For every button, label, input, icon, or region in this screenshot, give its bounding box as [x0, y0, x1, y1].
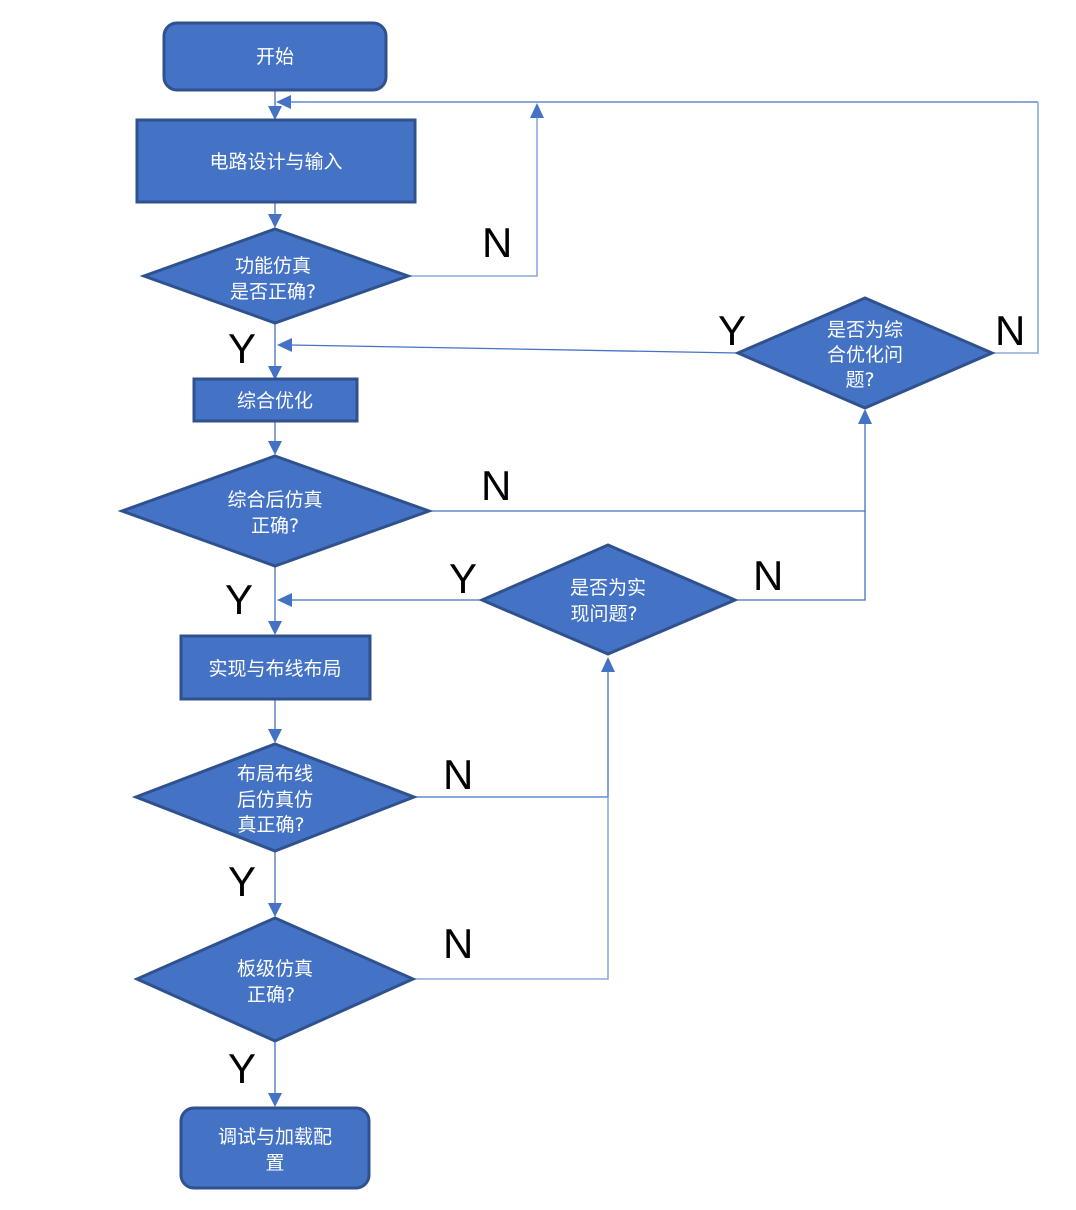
node-label-line: 现问题?	[570, 603, 637, 625]
label-postsynth-yes: Y	[225, 576, 253, 623]
start-terminal-shape	[162, 21, 388, 92]
label-implissue-no: N	[753, 552, 783, 599]
label-postsynth-no: N	[481, 462, 511, 509]
arrowhead	[268, 106, 282, 120]
node-start[interactable]: 开始	[162, 21, 388, 92]
edge-boardsim-no	[413, 797, 609, 980]
node-label: 开始	[256, 46, 294, 68]
decision-shape	[139, 227, 413, 325]
node-label-line: 是否为综	[827, 319, 903, 341]
node-label-line: 是否为实	[570, 577, 646, 599]
edge-synthissue-yes	[289, 344, 739, 354]
label-implissue-yes: Y	[449, 555, 477, 602]
label-funcsim-yes: Y	[228, 325, 256, 372]
arrowhead	[277, 338, 292, 352]
arrowhead	[268, 214, 282, 228]
arrowhead	[268, 441, 282, 455]
node-debug-load-config[interactable]: 调试与加载配 置	[179, 1106, 371, 1190]
node-label-line: 板级仿真	[237, 958, 313, 980]
node-design-input[interactable]: 电路设计与输入	[135, 118, 417, 204]
process-shape	[192, 377, 359, 423]
edge-synthissue-no	[992, 102, 1039, 354]
node-label-line: 是否正确?	[230, 281, 316, 303]
edge-labels: N Y Y N N Y Y N N Y N Y	[225, 219, 1025, 1092]
label-synthissue-no: N	[995, 307, 1025, 354]
decision-shape	[131, 742, 419, 853]
arrowhead	[530, 103, 544, 118]
arrowhead	[277, 593, 292, 607]
node-label-line: 正确?	[251, 515, 299, 537]
node-label: 综合优化	[237, 390, 313, 412]
arrowhead	[268, 621, 282, 635]
node-label-line: 置	[265, 1152, 284, 1174]
node-label-line: 正确?	[247, 984, 295, 1006]
label-postpr-no: N	[443, 751, 473, 798]
process-shape	[135, 118, 417, 204]
node-post-place-route-sim-decision[interactable]: 布局布线 后仿真仿 真正确?	[131, 742, 419, 853]
arrowhead	[268, 366, 282, 380]
edges	[268, 90, 1039, 1107]
decision-shape	[117, 454, 434, 568]
label-synthissue-yes: Y	[718, 307, 746, 354]
arrowhead	[268, 1093, 282, 1107]
decision-shape	[734, 296, 996, 410]
decision-shape	[478, 543, 739, 656]
node-implementation-place-route[interactable]: 实现与布线布局	[179, 634, 372, 701]
node-synthesis-optimize[interactable]: 综合优化	[192, 377, 359, 423]
node-label-line: 调试与加载配	[218, 1126, 332, 1148]
label-postpr-yes: Y	[228, 858, 256, 905]
arrowhead	[601, 657, 615, 672]
edge-funcsim-no	[408, 114, 538, 277]
arrowhead	[858, 409, 872, 424]
node-synthesis-issue-decision[interactable]: 是否为综 合优化问 题?	[734, 296, 996, 410]
node-label-line: 布局布线	[237, 763, 313, 785]
arrowhead	[268, 729, 282, 743]
end-terminal-shape	[179, 1106, 371, 1190]
node-board-level-sim-decision[interactable]: 板级仿真 正确?	[133, 916, 417, 1043]
node-functional-sim-decision[interactable]: 功能仿真 是否正确?	[139, 227, 413, 325]
edge-implissue-no	[735, 511, 866, 601]
node-label: 电路设计与输入	[209, 151, 342, 173]
node-post-synthesis-sim-decision[interactable]: 综合后仿真 正确?	[117, 454, 434, 568]
arrowhead	[276, 95, 291, 109]
node-label-line: 真正确?	[237, 814, 304, 836]
node-label-line: 后仿真仿	[237, 789, 313, 811]
label-boardsim-no: N	[443, 920, 473, 967]
node-implementation-issue-decision[interactable]: 是否为实 现问题?	[478, 543, 739, 656]
node-label-line: 合优化问	[827, 344, 903, 366]
process-shape	[179, 634, 372, 701]
node-label-line: 功能仿真	[235, 255, 311, 277]
label-boardsim-yes: Y	[228, 1045, 256, 1092]
node-label: 实现与布线布局	[208, 658, 341, 680]
arrowhead	[268, 903, 282, 917]
node-label-line: 综合后仿真	[227, 489, 322, 511]
decision-shape	[133, 916, 417, 1043]
label-funcsim-no: N	[482, 219, 512, 266]
node-label-line: 题?	[845, 369, 874, 391]
